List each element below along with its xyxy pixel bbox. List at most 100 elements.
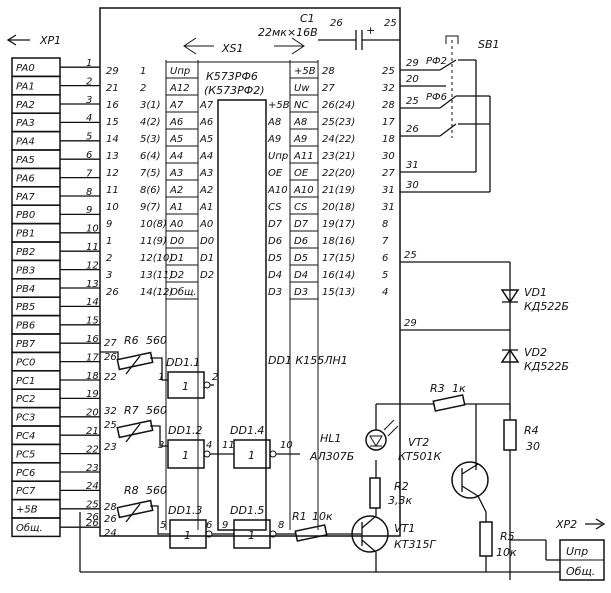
xs1-right-pin-b: 25 [382, 66, 395, 77]
xs1-left-signal: A6 [169, 117, 183, 128]
xs1-left-pin-a: 14 [106, 134, 119, 145]
vt2-value: КТ501К [398, 450, 443, 463]
xp1-pin-name: PA7 [16, 192, 35, 203]
vt1-value: КТ315Г [394, 538, 437, 551]
xp1-pin-name: PA6 [16, 173, 35, 184]
xs1-left-pin-b: 14(12) [140, 287, 173, 298]
xs1-mid-left-signal: A3 [199, 168, 213, 179]
xp1-pin-name: PB6 [16, 321, 35, 332]
dd1-1-symbol: 1 [182, 380, 189, 393]
dd1-title: DD1 К155ЛН1 [268, 354, 348, 367]
xp1-pin-number: 5 [86, 132, 92, 143]
r5-ref: R5 [500, 530, 515, 543]
xs1-left-pin-b: 3(1) [140, 100, 161, 111]
xs1-right-pin-a: 26(24) [322, 100, 355, 111]
r1-value: 10к [312, 510, 333, 523]
dd1-3-in: 5 [160, 520, 166, 531]
output-section: R1 10к VT1 КТ315Г R2 3,3к HL1 АЛ307Б R3 … [79, 382, 560, 580]
xp1-pin-name: PB3 [16, 265, 35, 276]
r8-pin-28: 28 [104, 502, 117, 513]
xp1-pin-name: PC0 [16, 357, 35, 368]
xp1-pin-name: PB1 [16, 229, 35, 240]
r6-pin-22: 22 [104, 372, 117, 383]
xp2-pin-common: Общ. [566, 565, 595, 578]
xs1-right-pin-b: 8 [382, 219, 388, 230]
node-25: 25 [404, 250, 417, 261]
c1-pin-b: 25 [384, 18, 397, 29]
dd1-4-symbol: 1 [248, 449, 255, 462]
r8-pin-26: 26 [104, 514, 117, 525]
xs1-right-signal: A8 [293, 117, 307, 128]
r8-value: 560 [146, 484, 167, 497]
hl1-ref: HL1 [320, 432, 341, 445]
xs1-left-pin-b: 10(8) [140, 219, 167, 230]
r8-label: R8 [124, 484, 139, 497]
xs1-right-pin-b: 6 [382, 253, 388, 264]
c1-pin-a: 26 [330, 18, 343, 29]
r7-value: 560 [146, 404, 167, 417]
r2-ref: R2 [394, 480, 409, 493]
xp1-pin-name: PA1 [16, 81, 35, 92]
diodes: VD1 КД522Б VD2 КД522Б 25 29 [400, 250, 569, 410]
xs1-left-signal: Uпр [170, 66, 190, 77]
xs1-mid-left-signal: A1 [199, 202, 213, 213]
xs1-left-signal: D1 [170, 253, 184, 264]
xs1-right-signal: NC [294, 100, 308, 111]
r2-value: 3,3к [388, 494, 412, 507]
vd1-ref: VD1 [524, 286, 547, 299]
xs1-left-pin-a: 26 [106, 287, 119, 298]
xp2-ref: XP2 [555, 518, 577, 531]
dd1-1-out: 2 [212, 372, 218, 383]
xs1-right-pin-a: 24(22) [322, 134, 355, 145]
dd1-1-ref: DD1.1 [166, 356, 200, 369]
xs1-left-pin-b: 6(4) [140, 151, 161, 162]
r6-pin-26: 26 [104, 352, 117, 363]
xp1-pin-number: 24 [86, 481, 99, 492]
xs1-left-pin-b: 11(9) [140, 236, 167, 247]
xs1-left-pin-b: 2 [140, 83, 146, 94]
xp1-pin-number: 17 [86, 352, 99, 363]
xs1-right-signal: A10 [293, 185, 314, 196]
vd2-ref: VD2 [524, 346, 547, 359]
r5-value: 10к [496, 546, 517, 559]
sb1-pin-31: 31 [406, 160, 419, 171]
xp1-pin-number: 14 [86, 297, 99, 308]
xp1-pin-name: PA2 [16, 100, 35, 111]
xs1-left-pin-a: 10 [106, 202, 119, 213]
r4-ref: R4 [524, 424, 539, 437]
xp1-pin-name: PB4 [16, 284, 35, 295]
xs1-left-pin-a: 13 [106, 151, 119, 162]
xp1-pin-name: Общ. [16, 522, 43, 534]
xs1-right-signal: OE [294, 168, 309, 179]
r3-value: 1к [452, 382, 466, 395]
xs1-left-signal: D0 [170, 236, 184, 247]
xp1-pin-number: 10 [86, 224, 99, 235]
xp1-pin-number: 3 [86, 95, 92, 106]
xs1-mid-left-signal: A6 [199, 117, 213, 128]
xs1-right-pin-b: 31 [382, 185, 395, 196]
xs1-left-pin-b: 1 [140, 66, 146, 77]
xp1-pin-number: 12 [86, 260, 99, 271]
xs1-left-signal: A2 [169, 185, 183, 196]
xs1-right-signal: D4 [294, 270, 308, 281]
c1-value: 22мк×16В [258, 26, 318, 39]
r6-value: 560 [146, 334, 167, 347]
xp1-pin-name: PB5 [16, 302, 35, 313]
connector-xp2: XP2 Uпр Общ. [555, 518, 606, 581]
xs1-mid-left-signal: A4 [199, 151, 213, 162]
dd1-4-in: 11 [222, 440, 235, 451]
xs1-left-pin-a: 12 [106, 168, 119, 179]
r7-label: R7 [124, 404, 139, 417]
xs1-left-signal: A0 [169, 219, 183, 230]
vt2-ref: VT2 [408, 436, 429, 449]
capacitor-c1: C1 22мк×16В 26 25 + [258, 12, 400, 50]
xp1-pin-name: PB2 [16, 247, 35, 258]
xs1-right-signal: CS [294, 202, 308, 213]
dd1-4-out: 10 [280, 440, 293, 451]
xs1-left-signal: A3 [169, 168, 183, 179]
xs1-ref: XS1 [221, 42, 244, 55]
xp1-pin-name: PC1 [16, 376, 35, 387]
xs1-mid-right-signal: D7 [268, 219, 283, 230]
xs1-left-signal: A4 [169, 151, 183, 162]
